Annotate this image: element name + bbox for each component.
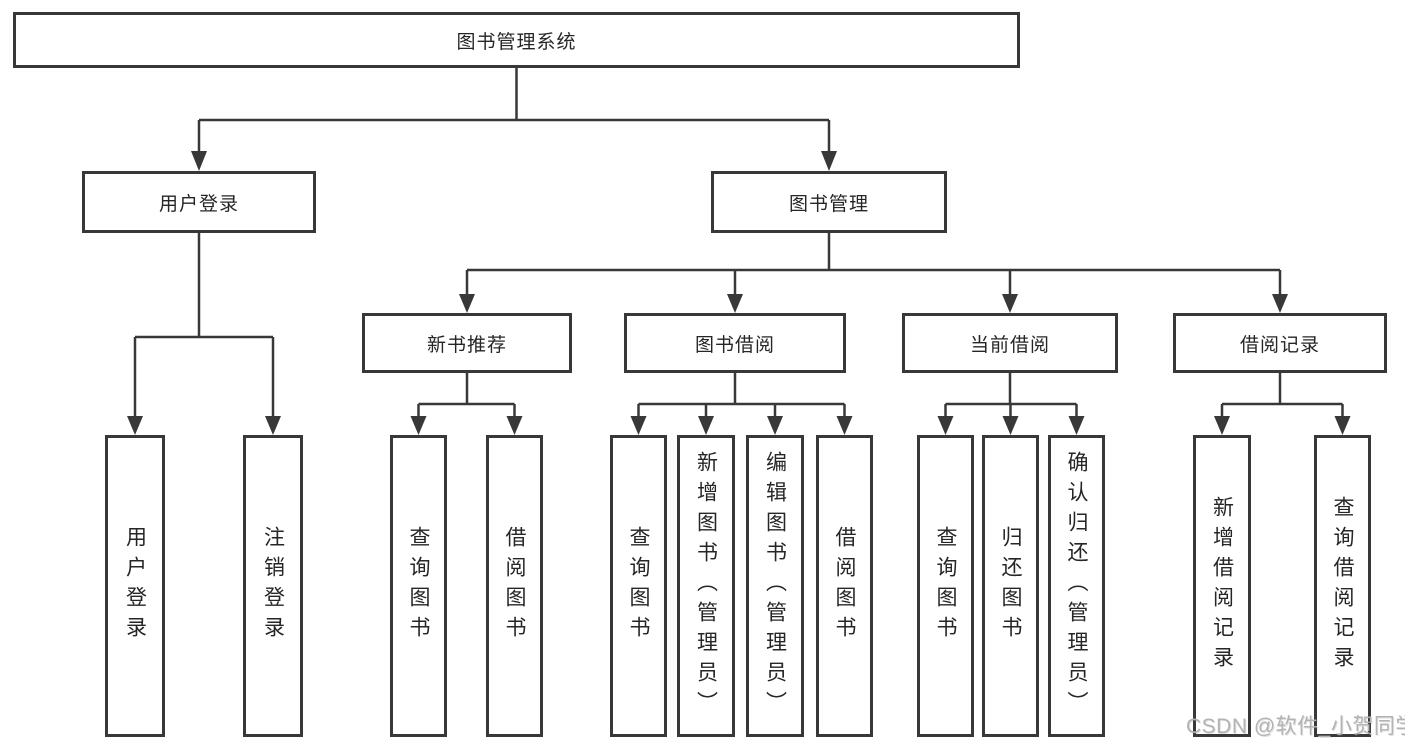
connector-user-login-to-leaves — [133, 233, 275, 417]
node-book-borrow: 图书借阅 — [624, 313, 846, 373]
arrowhead-down-icon — [630, 416, 647, 435]
node-leaf-add-borrow-record: 新增借阅记录 — [1193, 435, 1251, 737]
arrowhead-down-icon — [698, 416, 714, 435]
arrowhead-down-icon — [1214, 416, 1230, 435]
node-leaf-label: 查询图书 — [407, 526, 431, 646]
arrowhead-down-icon — [1002, 416, 1019, 435]
node-leaf-label: 查询图书 — [934, 526, 958, 646]
node-current-borrow: 当前借阅 — [902, 313, 1118, 373]
node-leaf-label: 查询图书 — [627, 526, 651, 646]
csdn-watermark: CSDN @软件_小贺同学 — [1186, 715, 1405, 738]
arrowhead-down-icon — [1068, 416, 1085, 435]
node-leaf-label: 借阅图书 — [503, 526, 527, 646]
node-user-login: 用户登录 — [82, 171, 316, 233]
node-leaf-add-books-admin: 新增图书（管理员） — [677, 435, 735, 737]
node-leaf-query-books-current: 查询图书 — [917, 435, 974, 737]
connector-new-book-recommend-to-leaves — [417, 373, 516, 417]
node-leaf-label: 编辑图书（管理员） — [763, 451, 787, 721]
node-leaf-query-books-recommend: 查询图书 — [390, 435, 447, 737]
connector-book-borrow-to-leaves — [637, 373, 846, 417]
node-leaf-label: 新增图书（管理员） — [694, 451, 718, 721]
node-leaf-logout: 注销登录 — [243, 435, 303, 737]
arrowhead-down-icon — [1002, 294, 1018, 313]
node-leaf-return-books: 归还图书 — [982, 435, 1039, 737]
node-leaf-query-books-borrow: 查询图书 — [610, 435, 667, 737]
node-leaf-label: 新增借阅记录 — [1210, 496, 1234, 676]
node-leaf-query-borrow-record: 查询借阅记录 — [1314, 435, 1371, 737]
node-leaf-label: 借阅图书 — [833, 526, 857, 646]
arrowhead-down-icon — [727, 294, 743, 313]
node-leaf-label: 确认归还（管理员） — [1065, 451, 1089, 721]
node-leaf-label: 用户登录 — [123, 526, 147, 646]
connector-book-management-to-level3 — [465, 233, 1282, 295]
connector-borrow-records-to-leaves — [1220, 373, 1344, 417]
arrowhead-down-icon — [821, 151, 837, 171]
arrowhead-down-icon — [459, 294, 475, 313]
node-leaf-label: 归还图书 — [999, 526, 1023, 646]
node-leaf-label: 查询借阅记录 — [1331, 496, 1355, 676]
arrowhead-down-icon — [127, 416, 143, 435]
connector-current-borrow-to-leaves — [944, 373, 1078, 417]
node-leaf-user-login: 用户登录 — [105, 435, 165, 737]
node-new-book-recommend: 新书推荐 — [362, 313, 572, 373]
node-library-system: 图书管理系统 — [13, 12, 1020, 68]
arrowhead-down-icon — [410, 416, 427, 435]
node-leaf-borrow-books: 借阅图书 — [816, 435, 873, 737]
node-leaf-edit-books-admin: 编辑图书（管理员） — [746, 435, 804, 737]
arrowhead-down-icon — [265, 416, 281, 435]
arrowhead-down-icon — [767, 416, 783, 435]
arrowhead-down-icon — [191, 151, 207, 171]
connector-root-to-level2 — [197, 68, 831, 152]
arrowhead-down-icon — [937, 416, 954, 435]
node-leaf-label: 注销登录 — [261, 526, 285, 646]
arrowhead-down-icon — [836, 416, 853, 435]
node-borrow-records: 借阅记录 — [1173, 313, 1387, 373]
node-leaf-confirm-return-admin: 确认归还（管理员） — [1048, 435, 1105, 737]
arrowhead-down-icon — [1272, 294, 1288, 313]
node-leaf-borrow-books-recommend: 借阅图书 — [486, 435, 543, 737]
arrowhead-down-icon — [506, 416, 523, 435]
arrowhead-down-icon — [1334, 416, 1351, 435]
node-book-management: 图书管理 — [711, 171, 947, 233]
